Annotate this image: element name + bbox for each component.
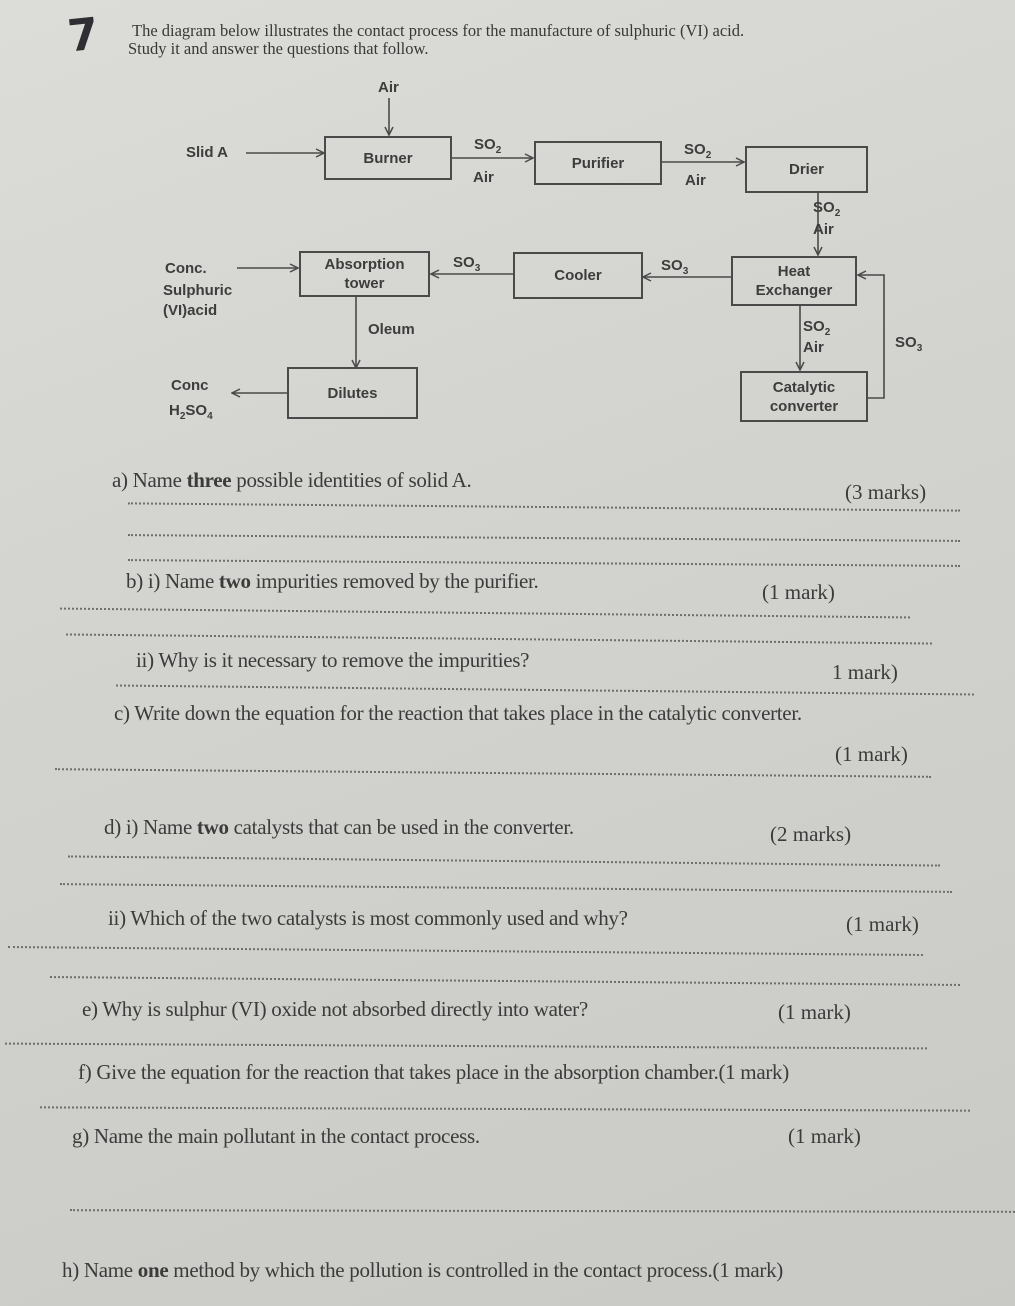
answer-line-e[interactable] <box>5 1042 927 1050</box>
question-c-marks: (1 mark) <box>835 742 908 766</box>
flow-so3-cooler: SO3 <box>453 254 481 274</box>
question-b-i: b) i) Name two impurities removed by the… <box>126 569 539 593</box>
conc-acid-label-1: Conc. <box>165 260 207 277</box>
question-d-ii: ii) Which of the two catalysts is most c… <box>108 906 628 930</box>
flow-so2-heat-exchanger: SO2 <box>803 318 831 338</box>
question-c: c) Write down the equation for the react… <box>114 701 802 725</box>
question-d-i: d) i) Name two catalysts that can be use… <box>104 815 574 839</box>
question-g: g) Name the main pollutant in the contac… <box>72 1124 480 1148</box>
answer-line-d-i-2[interactable] <box>60 883 952 893</box>
conc-acid-label-3: (VI)acid <box>163 302 218 319</box>
answer-line-b-ii[interactable] <box>116 684 974 696</box>
intro-line-1: The diagram below illustrates the contac… <box>132 21 745 40</box>
question-g-marks: (1 mark) <box>788 1124 861 1148</box>
absorption-label-1: Absorption <box>324 256 405 273</box>
flow-so3-loop: SO3 <box>895 334 923 354</box>
absorption-label-2: tower <box>344 275 385 292</box>
catalytic-label-2: converter <box>769 397 839 415</box>
answer-line-b-i-1[interactable] <box>60 607 910 619</box>
flow-so2-purifier: SO2 <box>684 141 712 161</box>
absorption-tower-box: Absorption tower <box>299 251 430 297</box>
drier-box: Drier <box>745 146 868 193</box>
catalytic-converter-box: Catalytic converter <box>740 371 868 422</box>
question-e: e) Why is sulphur (VI) oxide not absorbe… <box>82 997 588 1021</box>
question-h: h) Name one method by which the pollutio… <box>62 1258 783 1282</box>
question-b-i-marks: (1 mark) <box>762 580 835 604</box>
question-f: f) Give the equation for the reaction th… <box>78 1060 789 1084</box>
answer-line-g[interactable] <box>69 1209 1015 1213</box>
question-e-marks: (1 mark) <box>778 1000 851 1024</box>
question-a-marks: (3 marks) <box>845 480 927 504</box>
answer-line-d-ii-1[interactable] <box>8 946 923 956</box>
flow-oleum: Oleum <box>368 321 415 338</box>
answer-line-f[interactable] <box>39 1106 971 1112</box>
intro-line-2: Study it and answer the questions that f… <box>128 39 429 58</box>
question-d-ii-marks: (1 mark) <box>846 912 919 936</box>
cooler-box: Cooler <box>513 252 643 299</box>
heat-exchanger-label-2: Exchanger <box>755 282 833 299</box>
answer-line-a-3[interactable] <box>128 559 960 567</box>
answer-line-d-i-1[interactable] <box>68 855 940 867</box>
conc-acid-label-2: Sulphuric <box>163 282 233 299</box>
answer-line-c[interactable] <box>55 768 931 778</box>
answer-line-d-ii-2[interactable] <box>50 976 960 986</box>
heat-exchanger-box: Heat Exchanger <box>731 256 857 306</box>
burner-box: Burner <box>324 136 452 180</box>
catalytic-label-1: Catalytic <box>772 378 836 396</box>
flow-so2-burner: SO2 <box>474 136 502 156</box>
solid-a-label: Slid A <box>186 144 228 161</box>
flow-air-drier: Air <box>813 221 834 238</box>
dilutes-box: Dilutes <box>287 367 418 419</box>
answer-line-a-1[interactable] <box>128 502 960 512</box>
heat-exchanger-label-1: Heat <box>777 263 811 280</box>
output-h2so4-label: H2SO4 <box>169 402 213 422</box>
flow-air-burner: Air <box>473 169 494 186</box>
flow-air-heat-exchanger: Air <box>803 339 824 356</box>
question-d-i-marks: (2 marks) <box>770 822 852 846</box>
answer-line-b-i-2[interactable] <box>66 633 932 645</box>
flow-air-purifier: Air <box>685 172 706 189</box>
answer-line-a-2[interactable] <box>128 534 960 542</box>
purifier-box: Purifier <box>534 141 662 185</box>
flow-so3-heat-exchanger: SO3 <box>661 257 689 277</box>
question-a: a) Name three possible identities of sol… <box>112 468 472 492</box>
air-input-label: Air <box>378 79 399 96</box>
question-b-ii: ii) Why is it necessary to remove the im… <box>136 648 530 672</box>
flow-so2-drier: SO2 <box>813 199 841 219</box>
output-conc-label: Conc <box>171 377 209 394</box>
question-b-ii-marks: 1 mark) <box>832 660 898 684</box>
diagram-connector-lines <box>0 98 885 399</box>
